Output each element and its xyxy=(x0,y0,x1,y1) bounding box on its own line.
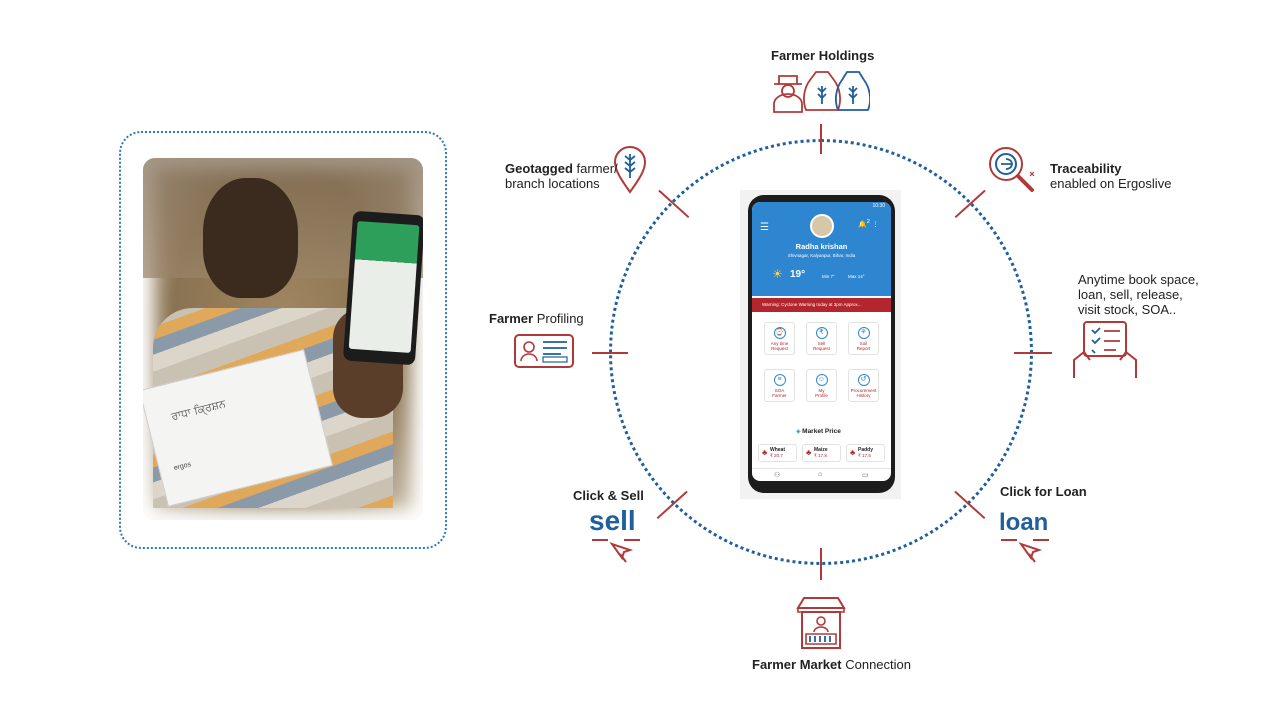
sell-cursor-icon xyxy=(592,539,640,563)
geotagged-label-rest: farmer/ xyxy=(572,161,618,176)
app-screen: ☰ 10:30 🔔2 ⋮ Radha krishan Shivnagar, Ka… xyxy=(752,202,891,481)
market-stall-icon xyxy=(796,597,846,649)
anytime-line-2: loan, sell, release, xyxy=(1078,287,1183,302)
anytime-line-3: visit stock, SOA.. xyxy=(1078,302,1177,317)
tick-top xyxy=(820,124,822,154)
profiling-label-rest: Profiling xyxy=(533,311,584,326)
user-nav-icon[interactable]: ⚇ xyxy=(774,472,781,479)
loan-wordmark[interactable]: loan xyxy=(999,509,1049,536)
envelope-handwriting: ਰਾਧਾ ਕ੍ਰਿਸ਼ਨ xyxy=(169,397,227,424)
temperature: 19° xyxy=(790,269,806,280)
min-temperature: Min 7° xyxy=(822,274,835,279)
notification-count: 2 xyxy=(866,219,871,225)
tile-label-1: Procurement xyxy=(850,388,877,393)
tile-label-1: Sell xyxy=(817,341,826,346)
tick-bottom xyxy=(820,548,822,580)
warning-banner[interactable]: Warning: Cyclone Warning today at 3pm Ap… xyxy=(752,298,891,312)
geotag-pin-icon xyxy=(613,146,647,194)
tick-right xyxy=(1014,352,1052,354)
crop-name: Maize xyxy=(814,447,828,453)
wheat-icon: ♣ xyxy=(762,448,768,457)
notification-bell-icon[interactable]: 🔔2 ⋮ xyxy=(858,219,879,229)
price-card-maize[interactable]: ♣ Maize ₹ 17.8 xyxy=(802,444,841,462)
tile-label-2: History xyxy=(856,393,871,398)
photo-frame xyxy=(119,131,447,549)
history-icon: ↺ xyxy=(857,374,870,386)
tile-label-2: Request xyxy=(813,346,830,351)
market-label-rest: Connection xyxy=(841,657,911,672)
chat-nav-icon[interactable]: ▭ xyxy=(862,472,869,479)
crop-name: Paddy xyxy=(858,447,874,453)
home-nav-icon[interactable]: ⌂ xyxy=(818,471,823,478)
farmer-photo: ਰਾਧਾ ਕ੍ਰਿਸ਼ਨ ergos xyxy=(143,158,423,520)
calendar-icon: ⌚ xyxy=(773,327,786,339)
app-header: ☰ 10:30 🔔2 ⋮ Radha krishan Shivnagar, Ka… xyxy=(752,202,891,296)
sell-icon: ₹ xyxy=(815,327,828,339)
tile-my-profile[interactable]: ☺ My Profile xyxy=(806,369,837,402)
tile-label-1: Soil xyxy=(859,341,868,346)
tile-soil-report[interactable]: ⚘ Soil Report xyxy=(848,322,879,355)
geotagged-label: Geotagged farmer/ branch locations xyxy=(505,161,618,191)
traceability-label: Traceability enabled on Ergoslive xyxy=(1050,161,1172,191)
photo-phone xyxy=(342,210,423,366)
tile-procurement-history[interactable]: ↺ Procurement History xyxy=(848,369,879,402)
max-temperature: Max 14° xyxy=(848,274,865,279)
price-card-wheat[interactable]: ♣ Wheat ₹ 20.7 xyxy=(758,444,797,462)
tile-label-1: My xyxy=(818,388,825,393)
soil-icon: ⚘ xyxy=(857,327,870,339)
anytime-services-label: Anytime book space, loan, sell, release,… xyxy=(1078,272,1199,317)
crop-price: ₹ 17.8 xyxy=(814,453,827,458)
geotagged-label-line2: branch locations xyxy=(505,176,600,191)
tile-soa-farmer[interactable]: ≡ SOA Farmer xyxy=(764,369,795,402)
profile-icon: ☺ xyxy=(815,374,828,386)
farmer-holdings-label: Farmer Holdings xyxy=(771,48,875,63)
soa-icon: ≡ xyxy=(773,374,786,386)
crop-name: Wheat xyxy=(770,447,785,453)
bottom-nav: ⚇ ⌂ ▭ xyxy=(752,468,891,481)
weather-icon: ☀ xyxy=(772,267,783,281)
tile-label-2: Profile xyxy=(815,393,828,398)
click-loan-label: Click for Loan xyxy=(1000,484,1087,499)
click-sell-label: Click & Sell xyxy=(573,488,644,503)
traceability-magnifier-icon xyxy=(989,147,1035,192)
tile-label-1: SOA xyxy=(774,388,785,393)
farmer-market-label: Farmer Market Connection xyxy=(752,657,911,672)
status-time: 10:30 xyxy=(872,203,885,209)
photo-phone-screen xyxy=(348,220,420,354)
crop-price: ₹ 17.5 xyxy=(858,453,871,458)
price-card-paddy[interactable]: ♣ Paddy ₹ 17.5 xyxy=(846,444,885,462)
paddy-icon: ♣ xyxy=(850,448,856,457)
tile-label-2: Report xyxy=(856,346,871,351)
hamburger-menu-icon[interactable]: ☰ xyxy=(760,222,769,233)
tablet-checklist-icon xyxy=(1073,321,1137,378)
tile-label-2: Farmer xyxy=(772,393,787,398)
photo-head xyxy=(203,178,298,298)
sell-wordmark[interactable]: sell xyxy=(589,505,636,536)
phone-mockup: ☰ 10:30 🔔2 ⋮ Radha krishan Shivnagar, Ka… xyxy=(740,190,901,499)
traceability-label-rest: enabled on Ergoslive xyxy=(1050,176,1172,191)
price-tag-icon: ◈ xyxy=(796,429,801,435)
anytime-line-1: Anytime book space, xyxy=(1078,272,1199,287)
loan-cursor-icon xyxy=(1001,539,1049,563)
envelope-logo: ergos xyxy=(173,461,192,473)
crop-price: ₹ 20.7 xyxy=(770,453,783,458)
tile-anytime-request[interactable]: ⌚ Any time Request xyxy=(764,322,795,355)
user-address: Shivnagar, Kalyanpur, Bihar, India xyxy=(787,253,856,258)
tile-sell-request[interactable]: ₹ Sell Request xyxy=(806,322,837,355)
tile-label-2: Request xyxy=(771,346,788,351)
avatar[interactable] xyxy=(810,214,834,238)
farmer-holdings-icon xyxy=(773,71,870,113)
farmer-profiling-label: Farmer Profiling xyxy=(489,311,584,326)
maize-icon: ♣ xyxy=(806,448,812,457)
tile-label-1: Any time xyxy=(770,341,789,346)
market-price-title: Market Price xyxy=(802,428,841,435)
profile-card-icon xyxy=(514,334,574,368)
user-name: Radha krishan xyxy=(795,242,848,251)
tick-left xyxy=(592,352,628,354)
